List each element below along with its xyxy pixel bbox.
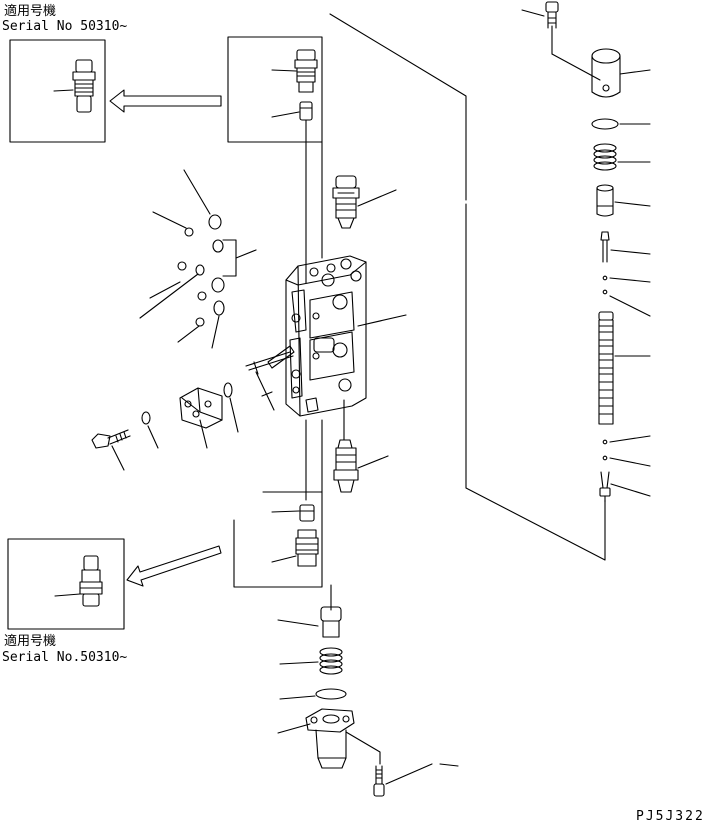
main-relief-valve-icon bbox=[333, 176, 359, 228]
leader-line bbox=[148, 426, 158, 448]
leader-line bbox=[150, 282, 180, 298]
spring-icon bbox=[320, 648, 342, 674]
leader-line bbox=[262, 392, 272, 396]
leader-line bbox=[358, 190, 396, 206]
cover-icon bbox=[306, 709, 354, 768]
bracket-line bbox=[223, 240, 236, 276]
leader-line bbox=[440, 764, 458, 766]
guide-line bbox=[346, 732, 380, 764]
valve-body bbox=[286, 256, 366, 416]
leader-line bbox=[54, 90, 73, 91]
leader-line bbox=[280, 662, 318, 664]
leader-line bbox=[620, 70, 650, 74]
plug-icon bbox=[321, 607, 341, 637]
leader-line bbox=[178, 326, 199, 342]
inset-box-bottom-left bbox=[8, 539, 124, 629]
pin-icon bbox=[246, 352, 290, 366]
bolt-icon bbox=[92, 430, 130, 448]
drawing-code: PJ5J322 bbox=[636, 809, 705, 824]
leader-line bbox=[610, 296, 650, 316]
bolt-icon bbox=[374, 766, 384, 796]
leader-line bbox=[278, 620, 318, 626]
spring-icon bbox=[594, 144, 616, 170]
leader-line bbox=[254, 362, 258, 374]
leader-line bbox=[272, 112, 299, 117]
leader-line bbox=[280, 696, 315, 699]
arrow-left-icon bbox=[110, 90, 221, 112]
o-ring-icon bbox=[224, 383, 232, 397]
relief-valve-icon bbox=[80, 556, 102, 606]
leader-line bbox=[256, 372, 274, 410]
serial-number-top: Serial No 50310~ bbox=[2, 19, 128, 34]
leader-line bbox=[610, 436, 650, 442]
small-part-icon bbox=[268, 346, 294, 368]
flange-block-icon bbox=[180, 388, 222, 428]
washer-icon bbox=[142, 412, 150, 424]
leader-line bbox=[522, 10, 544, 16]
leader-line bbox=[272, 556, 296, 562]
stopper-icon bbox=[601, 232, 609, 262]
leader-line bbox=[55, 594, 80, 596]
leader-line bbox=[358, 315, 406, 326]
ball-icon bbox=[603, 276, 607, 280]
leader-line bbox=[212, 316, 219, 348]
leader-line bbox=[236, 250, 256, 258]
leader-line bbox=[611, 484, 650, 496]
poppet-icon bbox=[300, 505, 314, 521]
lower-relief-valve-icon bbox=[334, 440, 358, 492]
ball-icon bbox=[603, 456, 607, 460]
ball-icon bbox=[603, 290, 607, 294]
ball-icon bbox=[603, 440, 607, 444]
leader-line bbox=[184, 170, 210, 214]
o-ring-icon bbox=[592, 119, 618, 129]
applicability-label-top: 適用号機 bbox=[4, 4, 57, 19]
o-ring-icon bbox=[316, 689, 346, 699]
leader-line bbox=[610, 278, 650, 282]
frame-line bbox=[466, 488, 605, 560]
cap-screw-icon bbox=[546, 2, 558, 28]
serial-number-bottom: Serial No.50310~ bbox=[2, 650, 128, 665]
leader-line bbox=[358, 456, 388, 468]
leader-line bbox=[112, 446, 124, 470]
applicability-label-bottom: 適用号機 bbox=[4, 634, 57, 649]
o-ring-set-icon bbox=[178, 215, 224, 326]
poppet-icon bbox=[300, 102, 312, 120]
detail-box-upper bbox=[228, 37, 322, 142]
relief-valve-icon bbox=[295, 50, 317, 92]
leader-line bbox=[272, 511, 299, 512]
leader-line bbox=[615, 202, 650, 206]
leader-line bbox=[272, 70, 296, 71]
relief-valve-icon bbox=[73, 60, 95, 112]
leader-line bbox=[200, 420, 207, 448]
frame-line bbox=[330, 14, 466, 200]
spool-icon bbox=[599, 312, 613, 424]
detail-box-lower bbox=[234, 492, 322, 587]
leader-line bbox=[610, 458, 650, 466]
leader-line bbox=[386, 764, 432, 784]
arrow-left-down-icon bbox=[127, 546, 221, 586]
leader-line bbox=[140, 274, 198, 318]
leader-line bbox=[230, 398, 238, 432]
leader-line bbox=[278, 724, 310, 733]
spool-cap-icon bbox=[592, 49, 620, 97]
leader-line bbox=[153, 212, 186, 228]
inset-box-top-left bbox=[10, 40, 105, 142]
relief-valve-icon bbox=[296, 530, 318, 566]
leader-line bbox=[611, 250, 650, 254]
spring-seat-icon bbox=[597, 185, 613, 216]
end-plug-icon bbox=[600, 472, 610, 502]
